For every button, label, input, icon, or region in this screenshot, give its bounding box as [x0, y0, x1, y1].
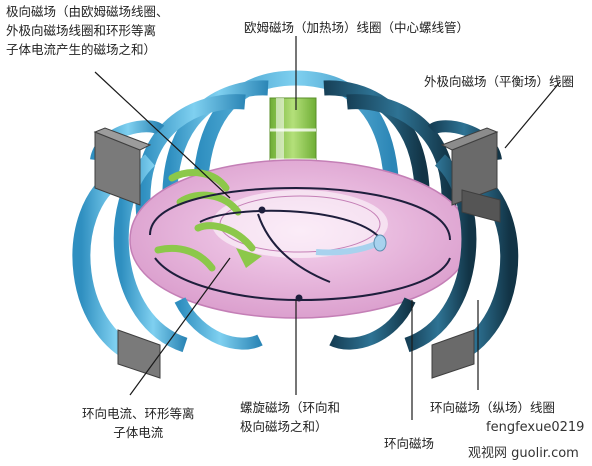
label-plasma-current-line2: 子体电流 [82, 423, 195, 442]
label-poloidal-field-line2: 外极向磁场线圈和环形等离 [6, 21, 169, 40]
plasma-torus [130, 160, 470, 318]
label-poloidal-field-line3: 子体电流产生的磁场之和） [6, 40, 169, 59]
label-toroidal-field: 环向磁场 [384, 434, 434, 453]
label-plasma-current-line1: 环向电流、环形等离 [82, 404, 195, 423]
label-outer-poloidal-coil: 外极向磁场（平衡场）线圈 [424, 72, 574, 91]
label-outer-poloidal-coil-text: 外极向磁场（平衡场）线圈 [424, 72, 574, 91]
label-poloidal-field-line1: 极向磁场（由欧姆磁场线圈、 [6, 2, 169, 21]
watermark-site: 观视网 guolir.com [468, 442, 579, 461]
label-helical-field-line1: 螺旋磁场（环向和 [240, 398, 340, 417]
label-ohmic-coil-text: 欧姆磁场（加热场）线圈（中心螺线管） [244, 18, 469, 37]
label-poloidal-field: 极向磁场（由欧姆磁场线圈、 外极向磁场线圈和环形等离 子体电流产生的磁场之和） [6, 2, 169, 59]
watermark-username: fengfexue0219 [486, 420, 584, 435]
label-helical-field-line2: 极向磁场之和） [240, 417, 340, 436]
label-plasma-current: 环向电流、环形等离 子体电流 [82, 404, 195, 442]
label-toroidal-coil-text: 环向磁场（纵场）线圈 [430, 398, 555, 417]
label-toroidal-field-text: 环向磁场 [384, 434, 434, 453]
label-ohmic-coil: 欧姆磁场（加热场）线圈（中心螺线管） [244, 18, 469, 37]
label-toroidal-coil: 环向磁场（纵场）线圈 [430, 398, 555, 417]
label-helical-field: 螺旋磁场（环向和 极向磁场之和） [240, 398, 340, 436]
